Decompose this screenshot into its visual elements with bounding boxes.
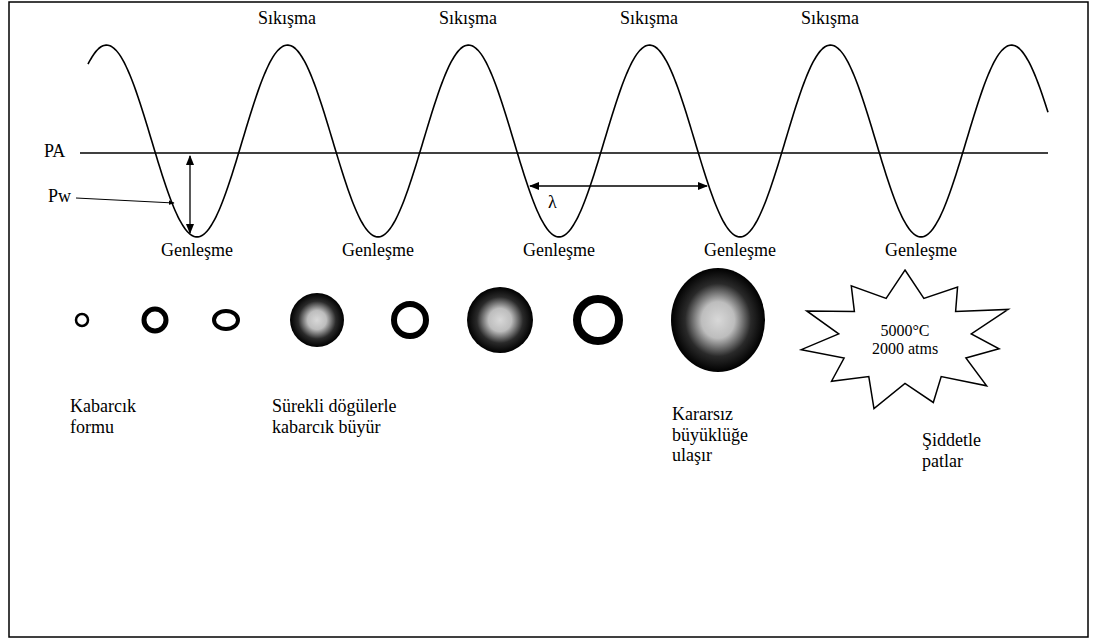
pw-leader bbox=[76, 198, 174, 203]
label: Sıkışma bbox=[604, 8, 694, 29]
label: Kararsız büyüklüğe ulaşır bbox=[672, 404, 792, 466]
bubble bbox=[394, 304, 426, 336]
label: Sıkışma bbox=[785, 8, 875, 29]
bubble bbox=[671, 268, 765, 372]
label: Pw bbox=[48, 186, 78, 207]
bubble bbox=[467, 287, 533, 353]
label: Genleşme bbox=[690, 240, 790, 261]
bubble bbox=[290, 293, 344, 347]
frame bbox=[9, 2, 1088, 637]
ambient-pressure-line bbox=[80, 152, 1048, 154]
label: Sıkışma bbox=[242, 8, 332, 29]
sound-wave bbox=[88, 45, 1048, 237]
explosion-star: 5000°C2000 atms bbox=[795, 268, 1015, 412]
label: PA bbox=[44, 141, 84, 162]
pw-amplitude-arrow bbox=[189, 156, 190, 233]
label: Sürekli dögülerle kabarcık büyür bbox=[272, 396, 442, 437]
explosion-value: 2000 atms bbox=[872, 340, 938, 358]
bubble-row bbox=[76, 268, 765, 372]
label: Kabarcık formu bbox=[70, 396, 170, 437]
bubble bbox=[144, 309, 166, 331]
label: Genleşme bbox=[328, 240, 428, 261]
label: Şiddetle patlar bbox=[922, 430, 1012, 471]
star-shape bbox=[801, 270, 1008, 409]
bubble bbox=[214, 311, 238, 329]
label: Genleşme bbox=[147, 240, 247, 261]
bubble bbox=[577, 299, 619, 341]
label: λ bbox=[548, 192, 578, 213]
label: Sıkışma bbox=[423, 8, 513, 29]
label: Genleşme bbox=[509, 240, 609, 261]
wavelength-arrow bbox=[530, 185, 707, 186]
star-text-holder: 5000°C2000 atms bbox=[795, 268, 1015, 412]
explosion-value: 5000°C bbox=[880, 322, 929, 340]
bubble bbox=[76, 314, 88, 326]
label: Genleşme bbox=[871, 240, 971, 261]
